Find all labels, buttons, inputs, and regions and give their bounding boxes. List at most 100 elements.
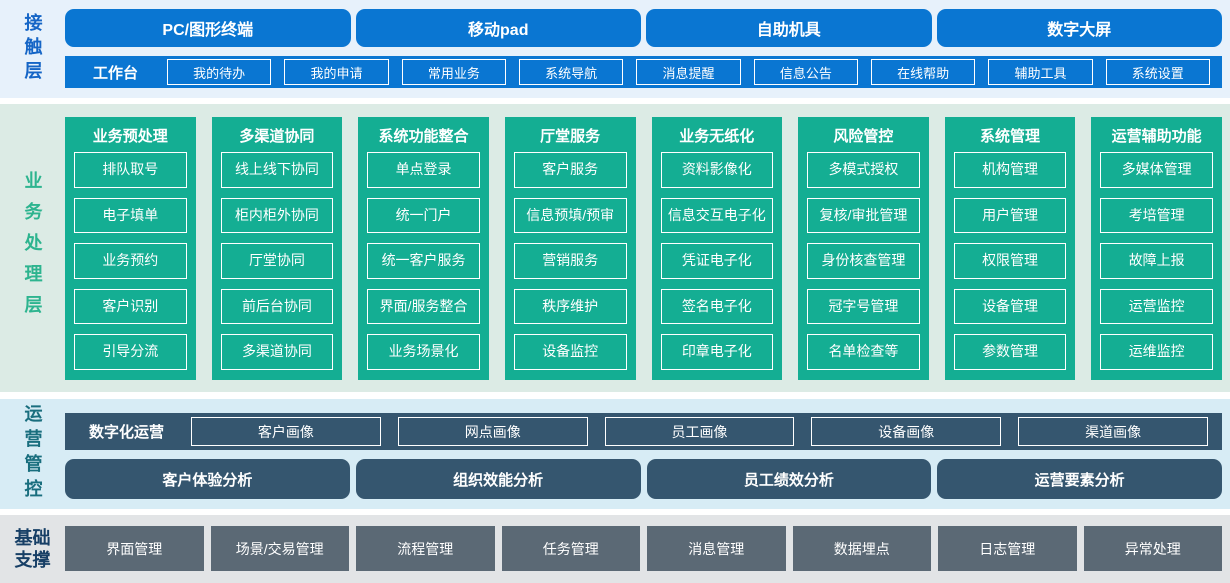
biz-item-parameter-mgmt: 参数管理 bbox=[953, 334, 1067, 370]
biz-item-info-prefill-preaudit: 信息预填/预审 bbox=[513, 197, 627, 234]
analysis-employee-performance: 员工绩效分析 bbox=[646, 459, 932, 499]
workbench-item-system-settings: 系统设置 bbox=[1105, 59, 1210, 85]
column-items: 线上线下协同 柜内柜外协同 厅堂协同 前后台协同 多渠道协同 bbox=[220, 152, 334, 370]
column-system-function-integration: 系统功能整合 单点登录 统一门户 统一客户服务 界面/服务整合 业务场景化 bbox=[358, 117, 489, 380]
layer-business-processing: 业务处理层 业务预处理 排队取号 电子填单 业务预约 客户识别 引导分流 多渠道… bbox=[0, 104, 1230, 392]
biz-item-unified-portal: 统一门户 bbox=[367, 197, 480, 234]
biz-item-counter-collab: 柜内柜外协同 bbox=[220, 197, 334, 234]
biz-item-electronic-info-exchange: 信息交互电子化 bbox=[660, 197, 774, 234]
workbench-item-auxiliary-tools: 辅助工具 bbox=[988, 59, 1093, 85]
biz-item-list-checking: 名单检查等 bbox=[807, 334, 920, 370]
foundation-exception-handling: 异常处理 bbox=[1083, 526, 1222, 571]
biz-item-guidance-diversion: 引导分流 bbox=[74, 334, 187, 370]
analysis-organization-efficiency: 组织效能分析 bbox=[355, 459, 641, 499]
column-title: 运营辅助功能 bbox=[1111, 128, 1202, 145]
biz-item-business-appointment: 业务预约 bbox=[74, 243, 187, 279]
layer-label-operations: 运营管控 bbox=[22, 404, 43, 504]
workbench-item-common-business: 常用业务 bbox=[401, 59, 506, 85]
biz-item-marketing-service: 营销服务 bbox=[513, 243, 627, 279]
biz-item-multichannel-collab: 多渠道协同 bbox=[220, 334, 334, 370]
workbench-item-online-help: 在线帮助 bbox=[870, 59, 976, 85]
foundation-scenario-transaction-mgmt: 场景/交易管理 bbox=[210, 526, 349, 571]
digital-operations-title: 数字化运营 bbox=[89, 424, 165, 441]
layer-operations-content: 数字化运营 客户画像 网点画像 员工画像 设备画像 渠道画像 客户体验分析 组织… bbox=[65, 399, 1230, 509]
biz-item-identity-verification-mgmt: 身份核查管理 bbox=[807, 243, 920, 279]
workbench-item-message-reminder: 消息提醒 bbox=[636, 59, 741, 85]
workbench-item-info-bulletin: 信息公告 bbox=[753, 59, 858, 85]
biz-item-front-back-collab: 前后台协同 bbox=[220, 288, 334, 325]
foundation-log-mgmt: 日志管理 bbox=[938, 526, 1077, 571]
column-system-management: 系统管理 机构管理 用户管理 权限管理 设备管理 参数管理 bbox=[944, 117, 1076, 380]
layer-operations-control: 运营管控 数字化运营 客户画像 网点画像 员工画像 设备画像 渠道画像 客户体验… bbox=[0, 399, 1230, 509]
workbench-item-my-todo: 我的待办 bbox=[167, 59, 272, 85]
column-title: 风险管控 bbox=[833, 128, 894, 145]
biz-item-electronic-signature: 签名电子化 bbox=[660, 288, 774, 325]
layer-label-business: 业务处理层 bbox=[22, 170, 43, 326]
foundation-task-mgmt: 任务管理 bbox=[501, 526, 640, 571]
layer-foundation-support: 基础支撑 界面管理 场景/交易管理 流程管理 任务管理 消息管理 数据埋点 日志… bbox=[0, 515, 1230, 583]
layer-operations-rail: 运营管控 bbox=[0, 399, 65, 509]
biz-item-electronic-voucher: 凭证电子化 bbox=[660, 243, 774, 279]
layer-contact-content: PC/图形终端 移动pad 自助机具 数字大屏 工作台 我的待办 我的申请 常用… bbox=[65, 0, 1230, 98]
biz-item-user-mgmt: 用户管理 bbox=[953, 197, 1067, 234]
terminal-row: PC/图形终端 移动pad 自助机具 数字大屏 bbox=[65, 9, 1222, 47]
column-title: 系统管理 bbox=[980, 128, 1041, 145]
profile-branch: 网点画像 bbox=[397, 417, 588, 446]
biz-item-fault-reporting: 故障上报 bbox=[1100, 243, 1213, 279]
column-items: 多媒体管理 考培管理 故障上报 运营监控 运维监控 bbox=[1100, 152, 1213, 370]
biz-item-device-mgmt: 设备管理 bbox=[953, 288, 1067, 325]
layer-label-contact: 接触层 bbox=[22, 13, 43, 85]
workbench-item-my-application: 我的申请 bbox=[284, 59, 389, 85]
column-title: 业务无纸化 bbox=[679, 128, 755, 145]
foundation-process-mgmt: 流程管理 bbox=[356, 526, 495, 571]
column-title: 多渠道协同 bbox=[239, 128, 315, 145]
analysis-customer-experience: 客户体验分析 bbox=[65, 459, 350, 499]
layer-business-rail: 业务处理层 bbox=[0, 104, 65, 392]
column-title: 系统功能整合 bbox=[378, 128, 469, 145]
biz-item-e-form: 电子填单 bbox=[74, 197, 187, 234]
foundation-message-mgmt: 消息管理 bbox=[647, 526, 786, 571]
terminal-self-service-machine: 自助机具 bbox=[646, 9, 932, 47]
biz-item-document-imaging: 资料影像化 bbox=[660, 152, 774, 188]
layer-label-foundation: 基础支撑 bbox=[14, 527, 51, 571]
terminal-digital-screen: 数字大屏 bbox=[936, 9, 1222, 47]
foundation-data-tracking: 数据埋点 bbox=[792, 526, 931, 571]
biz-item-lobby-collab: 厅堂协同 bbox=[220, 243, 334, 279]
analysis-row: 客户体验分析 组织效能分析 员工绩效分析 运营要素分析 bbox=[65, 459, 1222, 499]
digital-operations-bar: 数字化运营 客户画像 网点画像 员工画像 设备画像 渠道画像 bbox=[65, 413, 1222, 450]
profile-customer: 客户画像 bbox=[191, 417, 381, 446]
column-business-preprocessing: 业务预处理 排队取号 电子填单 业务预约 客户识别 引导分流 bbox=[65, 117, 196, 380]
profile-device: 设备画像 bbox=[811, 417, 1002, 446]
column-multichannel-collaboration: 多渠道协同 线上线下协同 柜内柜外协同 厅堂协同 前后台协同 多渠道协同 bbox=[211, 117, 343, 380]
biz-item-queue-ticket: 排队取号 bbox=[74, 152, 187, 188]
biz-item-customer-identification: 客户识别 bbox=[74, 288, 187, 325]
biz-item-multimedia-mgmt: 多媒体管理 bbox=[1100, 152, 1213, 188]
biz-item-ui-service-integration: 界面/服务整合 bbox=[367, 288, 480, 325]
layer-contact: 接触层 PC/图形终端 移动pad 自助机具 数字大屏 工作台 我的待办 我的申… bbox=[0, 0, 1230, 98]
biz-item-unified-customer-service: 统一客户服务 bbox=[367, 243, 480, 279]
layer-business-content: 业务预处理 排队取号 电子填单 业务预约 客户识别 引导分流 多渠道协同 线上线… bbox=[65, 104, 1230, 392]
layer-foundation-rail: 基础支撑 bbox=[0, 515, 65, 583]
column-title: 业务预处理 bbox=[92, 128, 168, 145]
column-items: 排队取号 电子填单 业务预约 客户识别 引导分流 bbox=[74, 152, 187, 370]
biz-item-single-sign-on: 单点登录 bbox=[367, 152, 480, 188]
workbench-item-system-navigation: 系统导航 bbox=[519, 59, 624, 85]
layer-contact-rail: 接触层 bbox=[0, 0, 65, 98]
terminal-mobile-pad: 移动pad bbox=[355, 9, 641, 47]
foundation-ui-mgmt: 界面管理 bbox=[65, 526, 204, 571]
biz-item-customer-service: 客户服务 bbox=[513, 152, 627, 188]
biz-item-ops-maintenance-monitoring: 运维监控 bbox=[1100, 334, 1213, 370]
biz-item-business-scenario: 业务场景化 bbox=[367, 334, 480, 370]
biz-item-banknote-serial-mgmt: 冠字号管理 bbox=[807, 288, 920, 325]
biz-item-review-approval-mgmt: 复核/审批管理 bbox=[807, 197, 920, 234]
column-items: 多模式授权 复核/审批管理 身份核查管理 冠字号管理 名单检查等 bbox=[807, 152, 920, 370]
biz-item-online-offline-collab: 线上线下协同 bbox=[220, 152, 334, 188]
biz-item-electronic-seal: 印章电子化 bbox=[660, 334, 774, 370]
biz-item-device-monitoring: 设备监控 bbox=[513, 334, 627, 370]
workbench-bar: 工作台 我的待办 我的申请 常用业务 系统导航 消息提醒 信息公告 在线帮助 辅… bbox=[65, 56, 1222, 88]
analysis-operation-elements: 运营要素分析 bbox=[937, 459, 1222, 499]
biz-item-multimode-authorization: 多模式授权 bbox=[807, 152, 920, 188]
biz-item-order-maintenance: 秩序维护 bbox=[513, 288, 627, 325]
column-items: 机构管理 用户管理 权限管理 设备管理 参数管理 bbox=[953, 152, 1067, 370]
